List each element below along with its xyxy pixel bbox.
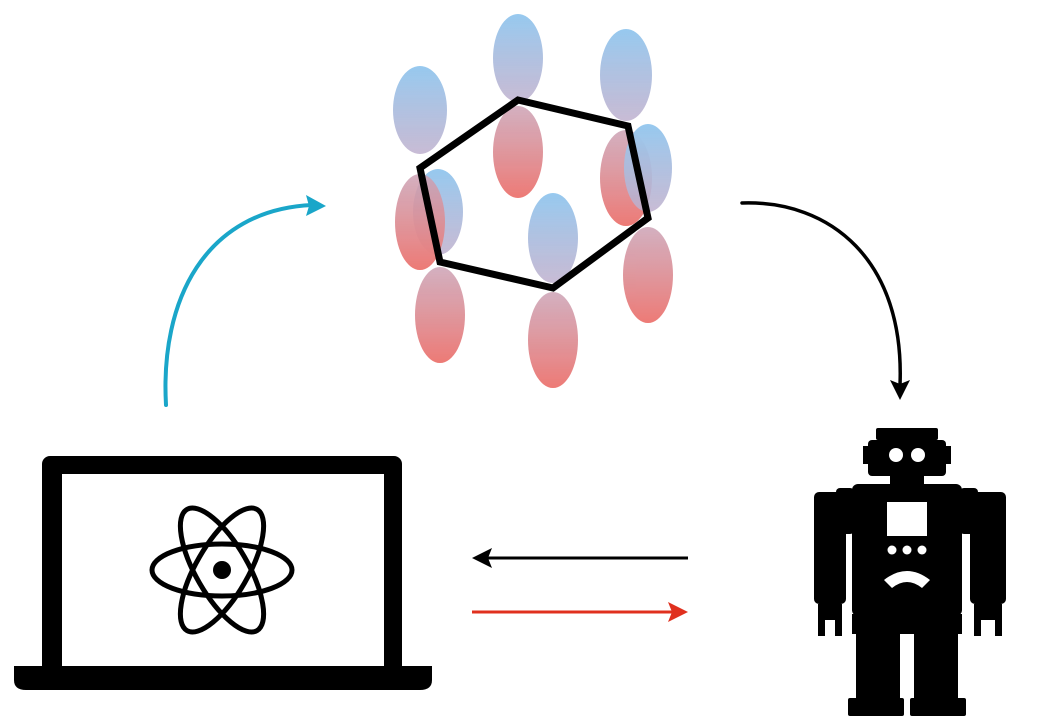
orbital-lobe-down (395, 174, 445, 270)
robot-eye (889, 448, 903, 462)
orbital-lobe-up (493, 14, 543, 102)
arrowhead-icon (890, 380, 910, 400)
arrowhead-icon (668, 602, 688, 622)
orbital-lobe-up (624, 124, 672, 212)
laptop-base (14, 666, 432, 690)
orbital-lobe-up (393, 66, 447, 154)
robot-head (868, 440, 946, 476)
robot-icon (814, 428, 1006, 716)
arrowhead-icon (472, 548, 492, 568)
atom-icon (149, 505, 295, 635)
orbital-lobe-down (415, 267, 465, 363)
orbital-lobe-down (528, 292, 578, 388)
robot-arm-left (814, 492, 846, 604)
robot-arm-right (970, 492, 1006, 604)
orbital-lobe-down (493, 106, 543, 198)
robot-leg-left (856, 630, 900, 700)
laptop-icon (14, 456, 432, 690)
orbital-lobe-down (623, 227, 673, 323)
robot-leg-right (914, 630, 958, 700)
orbital-lobe-up (528, 193, 578, 283)
benzene-molecule (393, 14, 673, 388)
orbital-lobe-up (600, 29, 652, 121)
arrow-molecule-to-robot (740, 201, 910, 400)
orbital-lobes (393, 14, 673, 388)
robot-eye (911, 448, 925, 462)
benzene-ring (416, 96, 652, 292)
robot-chest-panel (887, 502, 927, 536)
arrow-robot-to-laptop (472, 548, 688, 568)
arrow-laptop-to-molecule (163, 195, 326, 407)
arrowhead-icon (306, 195, 326, 216)
arrow-laptop-to-robot (472, 602, 688, 622)
